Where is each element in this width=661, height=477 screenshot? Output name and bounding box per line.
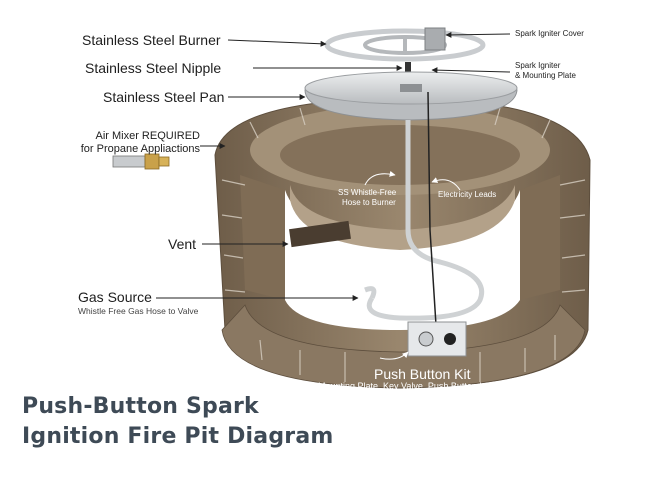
hose-label-line2: Hose to Burner [342,198,396,207]
burner-graphic [324,27,486,62]
gas-hose [366,120,484,321]
air-mixer-graphic [112,153,170,170]
nipple-label: Stainless Steel Nipple [85,60,222,76]
push-kit-label: Push Button Kit [374,366,471,382]
push-kit-sublabel: Mounting Plate, Key Valve, Push Button I… [318,381,505,391]
title-line1: Push-Button Spark [22,394,259,419]
gas-source-label: Gas Source [78,289,152,305]
electricity-label: Electricity Leads [438,190,497,199]
spark-plate-label-line1: Spark Igniter [515,61,561,70]
burner-label: Stainless Steel Burner [82,32,221,48]
pan-graphic [304,71,518,121]
vent-grate [289,220,351,248]
hose-label-line1: SS Whistle-Free [338,188,397,197]
nipple-graphic [405,62,411,74]
spark-plate-label-line2: & Mounting Plate [515,71,576,80]
fire-pit-ring [214,97,591,389]
pan-label: Stainless Steel Pan [103,89,225,105]
air-mixer-label-line2: for Propane Appliactions [80,143,200,155]
spark-cover-label: Spark Igniter Cover [515,29,584,38]
electricity-leads [427,91,437,326]
gas-source-sublabel: Whistle Free Gas Hose to Valve [78,306,199,316]
push-button-plate [407,321,467,357]
title-line2: Ignition Fire Pit Diagram [22,424,334,449]
air-mixer-label-line1: Air Mixer REQUIRED [95,130,200,142]
vent-label: Vent [168,236,197,252]
